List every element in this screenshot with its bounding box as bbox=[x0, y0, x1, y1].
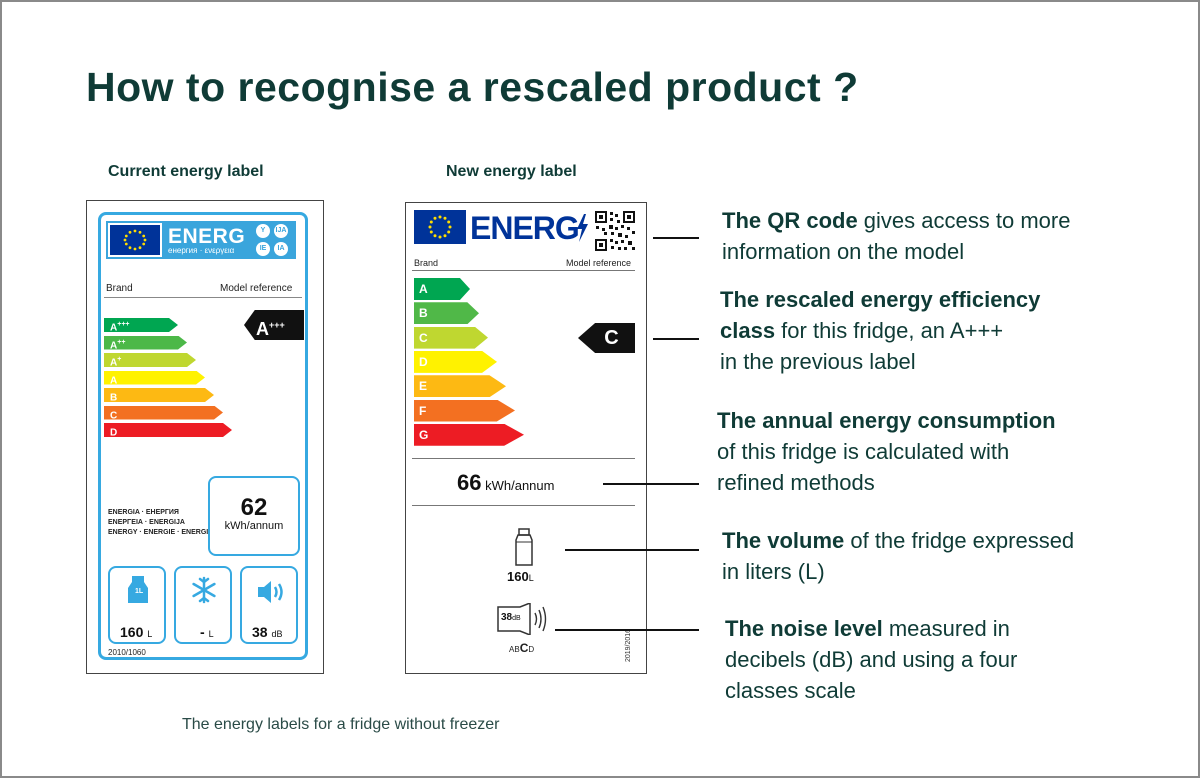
current-consumption-value: 62 bbox=[240, 494, 268, 521]
new-label-heading: New energy label bbox=[446, 163, 577, 180]
snowflake-icon bbox=[192, 576, 216, 604]
milk-carton-icon bbox=[128, 576, 148, 603]
current-brand-text: Brand bbox=[106, 283, 133, 294]
speaker-icon bbox=[258, 581, 283, 603]
callout-qr: The QR code gives access to more informa… bbox=[722, 208, 1071, 264]
current-rating-arrow: A+++ bbox=[244, 310, 304, 340]
new-model-text: Model reference bbox=[566, 258, 632, 268]
current-consumption-box: 62 kWh/annum bbox=[208, 476, 300, 556]
current-freezer-box: - L bbox=[174, 566, 232, 644]
new-energ-wordmark: ENERG bbox=[470, 210, 580, 246]
carton-label: 1L bbox=[135, 588, 144, 595]
noise-class-scale: ABCD bbox=[509, 639, 534, 657]
connector-consumption bbox=[603, 483, 699, 485]
new-class-bar: F bbox=[414, 399, 515, 422]
current-class-bar: A+ bbox=[104, 353, 196, 367]
page-title: How to recognise a rescaled product ? bbox=[86, 64, 859, 110]
lang-badge: Y bbox=[256, 224, 270, 238]
noise-class-d: D bbox=[528, 645, 535, 654]
callout-class: The rescaled energy efficiency class for… bbox=[720, 287, 1041, 374]
new-regulation: 2019/2016 bbox=[625, 628, 633, 663]
callout-noise: The noise level measured in decibels (dB… bbox=[725, 616, 1018, 703]
lang-badge: IA bbox=[274, 242, 288, 256]
callout-volume: The volume of the fridge expressed in li… bbox=[722, 528, 1075, 584]
new-divider bbox=[412, 458, 635, 459]
current-class-bar: A bbox=[104, 371, 205, 385]
new-class-bar: C bbox=[414, 326, 488, 349]
connector-volume bbox=[565, 549, 699, 551]
current-label-heading: Current energy label bbox=[108, 163, 264, 180]
connector-qr bbox=[653, 237, 699, 239]
new-volume-value: 160L bbox=[507, 569, 534, 584]
current-volume-value: 160 L bbox=[120, 624, 153, 640]
noise-speaker-icon bbox=[497, 603, 547, 635]
eu-flag-icon bbox=[108, 223, 162, 257]
new-brand-text: Brand bbox=[414, 258, 439, 268]
callout-consumption: The annual energy consumption of this fr… bbox=[717, 408, 1056, 495]
new-class-bar: B bbox=[414, 302, 479, 325]
multilang-line: ΕΝΕΡΓΕΙΑ · ENERGIJA bbox=[108, 519, 185, 526]
current-noise-value: 38 dB bbox=[252, 624, 283, 640]
new-class-bar: G bbox=[414, 423, 524, 446]
multilang-line: ENERGIA · ЕНЕРГИЯ bbox=[108, 509, 179, 516]
current-class-bar: A++ bbox=[104, 336, 187, 350]
current-volume-box: 1L 160 L bbox=[108, 566, 166, 644]
current-class-bar: B bbox=[104, 388, 214, 402]
new-class-bar: D bbox=[414, 350, 497, 373]
current-energ-wordmark: ENERG bbox=[168, 225, 246, 248]
current-noise-box: 38 dB bbox=[240, 566, 298, 644]
current-model-text: Model reference bbox=[220, 283, 293, 294]
lang-badge: IE bbox=[256, 242, 270, 256]
current-energ-subtitle: енергия · ενεργεια bbox=[168, 246, 235, 255]
noise-class-b: B bbox=[514, 645, 520, 654]
new-class-bar: A bbox=[414, 278, 470, 300]
current-divider bbox=[104, 297, 302, 298]
current-class-bar: A+++ bbox=[104, 318, 178, 332]
noise-class-c: C bbox=[519, 641, 529, 655]
new-consumption: 66 kWh/annum bbox=[457, 470, 555, 495]
connector-noise bbox=[555, 629, 699, 631]
new-class-bar: E bbox=[414, 375, 506, 398]
fridge-volume-icon bbox=[515, 528, 533, 566]
noise-class-a: A bbox=[509, 645, 515, 654]
connector-class bbox=[653, 338, 699, 340]
current-class-bar: D bbox=[104, 423, 232, 437]
figure-caption: The energy labels for a fridge without f… bbox=[182, 716, 500, 733]
multilang-line: ENERGY · ENERGIE · ENERGI bbox=[108, 529, 209, 536]
current-class-bar: C bbox=[104, 406, 223, 420]
new-divider bbox=[412, 270, 635, 271]
lightning-icon bbox=[577, 214, 588, 242]
new-noise-value: 38dB bbox=[501, 612, 521, 623]
lang-badge: IJA bbox=[274, 224, 288, 238]
current-label-header: ENERG енергия · ενεργεια Y IJA IE IA bbox=[106, 221, 296, 259]
current-consumption-unit: kWh/annum bbox=[224, 520, 284, 532]
current-freezer-value: - L bbox=[200, 624, 214, 640]
current-regulation: 2010/1060 bbox=[108, 648, 146, 657]
qr-code-icon bbox=[594, 210, 636, 252]
eu-flag-icon bbox=[414, 210, 466, 244]
new-divider bbox=[412, 505, 635, 506]
